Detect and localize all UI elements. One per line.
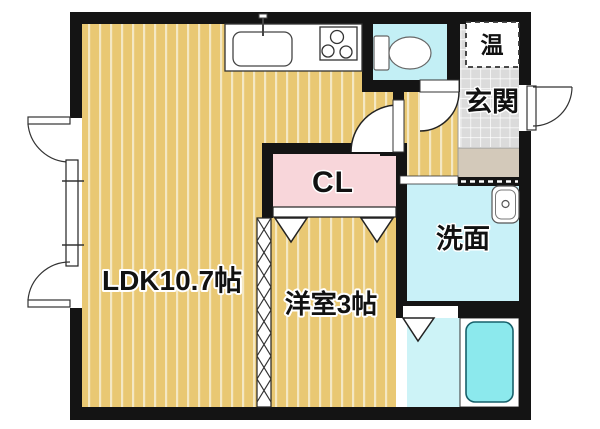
ldk-label: LDK10.7帖 <box>102 265 242 296</box>
closet-label: CL <box>312 166 354 199</box>
door-swing-arc <box>419 91 460 132</box>
toilet-icon <box>373 35 432 71</box>
bath-folding-door-chevron <box>401 317 436 343</box>
wall-bottom <box>70 407 530 420</box>
left-lower-door-leaf <box>27 299 71 308</box>
bathroom-doorway <box>403 306 458 318</box>
entrance-door-leaf <box>526 85 537 131</box>
wall-right-upper <box>519 12 531 85</box>
western-room-floor <box>271 217 396 407</box>
ldk-floor <box>82 24 262 407</box>
washroom-doorway <box>399 175 459 185</box>
bifold-door-chevron <box>273 217 309 244</box>
door-swing-arc <box>27 261 71 301</box>
washroom-label: 洗面 <box>436 224 490 254</box>
toilet-door-swing <box>420 92 459 131</box>
water-heater-box <box>465 21 520 68</box>
wall-rooms-washroom <box>396 143 407 318</box>
walls <box>70 12 531 420</box>
stove-icon <box>319 26 358 61</box>
left-upper-door-leaf <box>27 116 71 125</box>
door-swing-arc <box>532 86 573 127</box>
water-heater-label: 温 <box>481 32 504 58</box>
left-window-and-doors <box>27 116 84 308</box>
wall-closet-left <box>262 143 273 218</box>
western-room-label: 洋室3帖 <box>285 289 377 319</box>
ldk-door-swing <box>351 105 398 152</box>
closet-floor <box>273 154 396 207</box>
fixtures <box>224 13 520 403</box>
washbasin-icon <box>491 185 520 224</box>
entrance-label: 玄関 <box>465 86 519 117</box>
door-swing-arc <box>27 123 71 163</box>
faucet-icon <box>258 13 268 36</box>
wall-left-upper <box>70 12 82 118</box>
toilet-door-leaf <box>419 79 460 93</box>
wall-left-lower <box>70 308 82 420</box>
wall-toilet-entrance <box>447 24 460 92</box>
bathtub-icon <box>465 321 514 403</box>
wall-top <box>70 12 530 24</box>
closet-door-track <box>272 206 397 218</box>
bifold-door-chevron <box>359 217 395 244</box>
entrance-door <box>519 85 573 131</box>
accordion-partition <box>256 217 272 408</box>
doors-and-openings <box>27 79 573 408</box>
door-swing-arc <box>350 104 399 153</box>
wall-closet-top <box>262 143 407 154</box>
entrance-step <box>458 148 519 177</box>
wall-right-lower <box>519 131 531 420</box>
wall-kitchen-toilet <box>362 24 373 92</box>
room-labels: LDK10.7帖 洋室3帖 CL 玄関 洗面 温 <box>100 31 521 321</box>
wall-toilet-bottom <box>362 80 420 92</box>
kitchen-sink-icon <box>232 31 293 67</box>
ldk-door-leaf <box>392 99 405 153</box>
double-line-window <box>65 159 79 267</box>
